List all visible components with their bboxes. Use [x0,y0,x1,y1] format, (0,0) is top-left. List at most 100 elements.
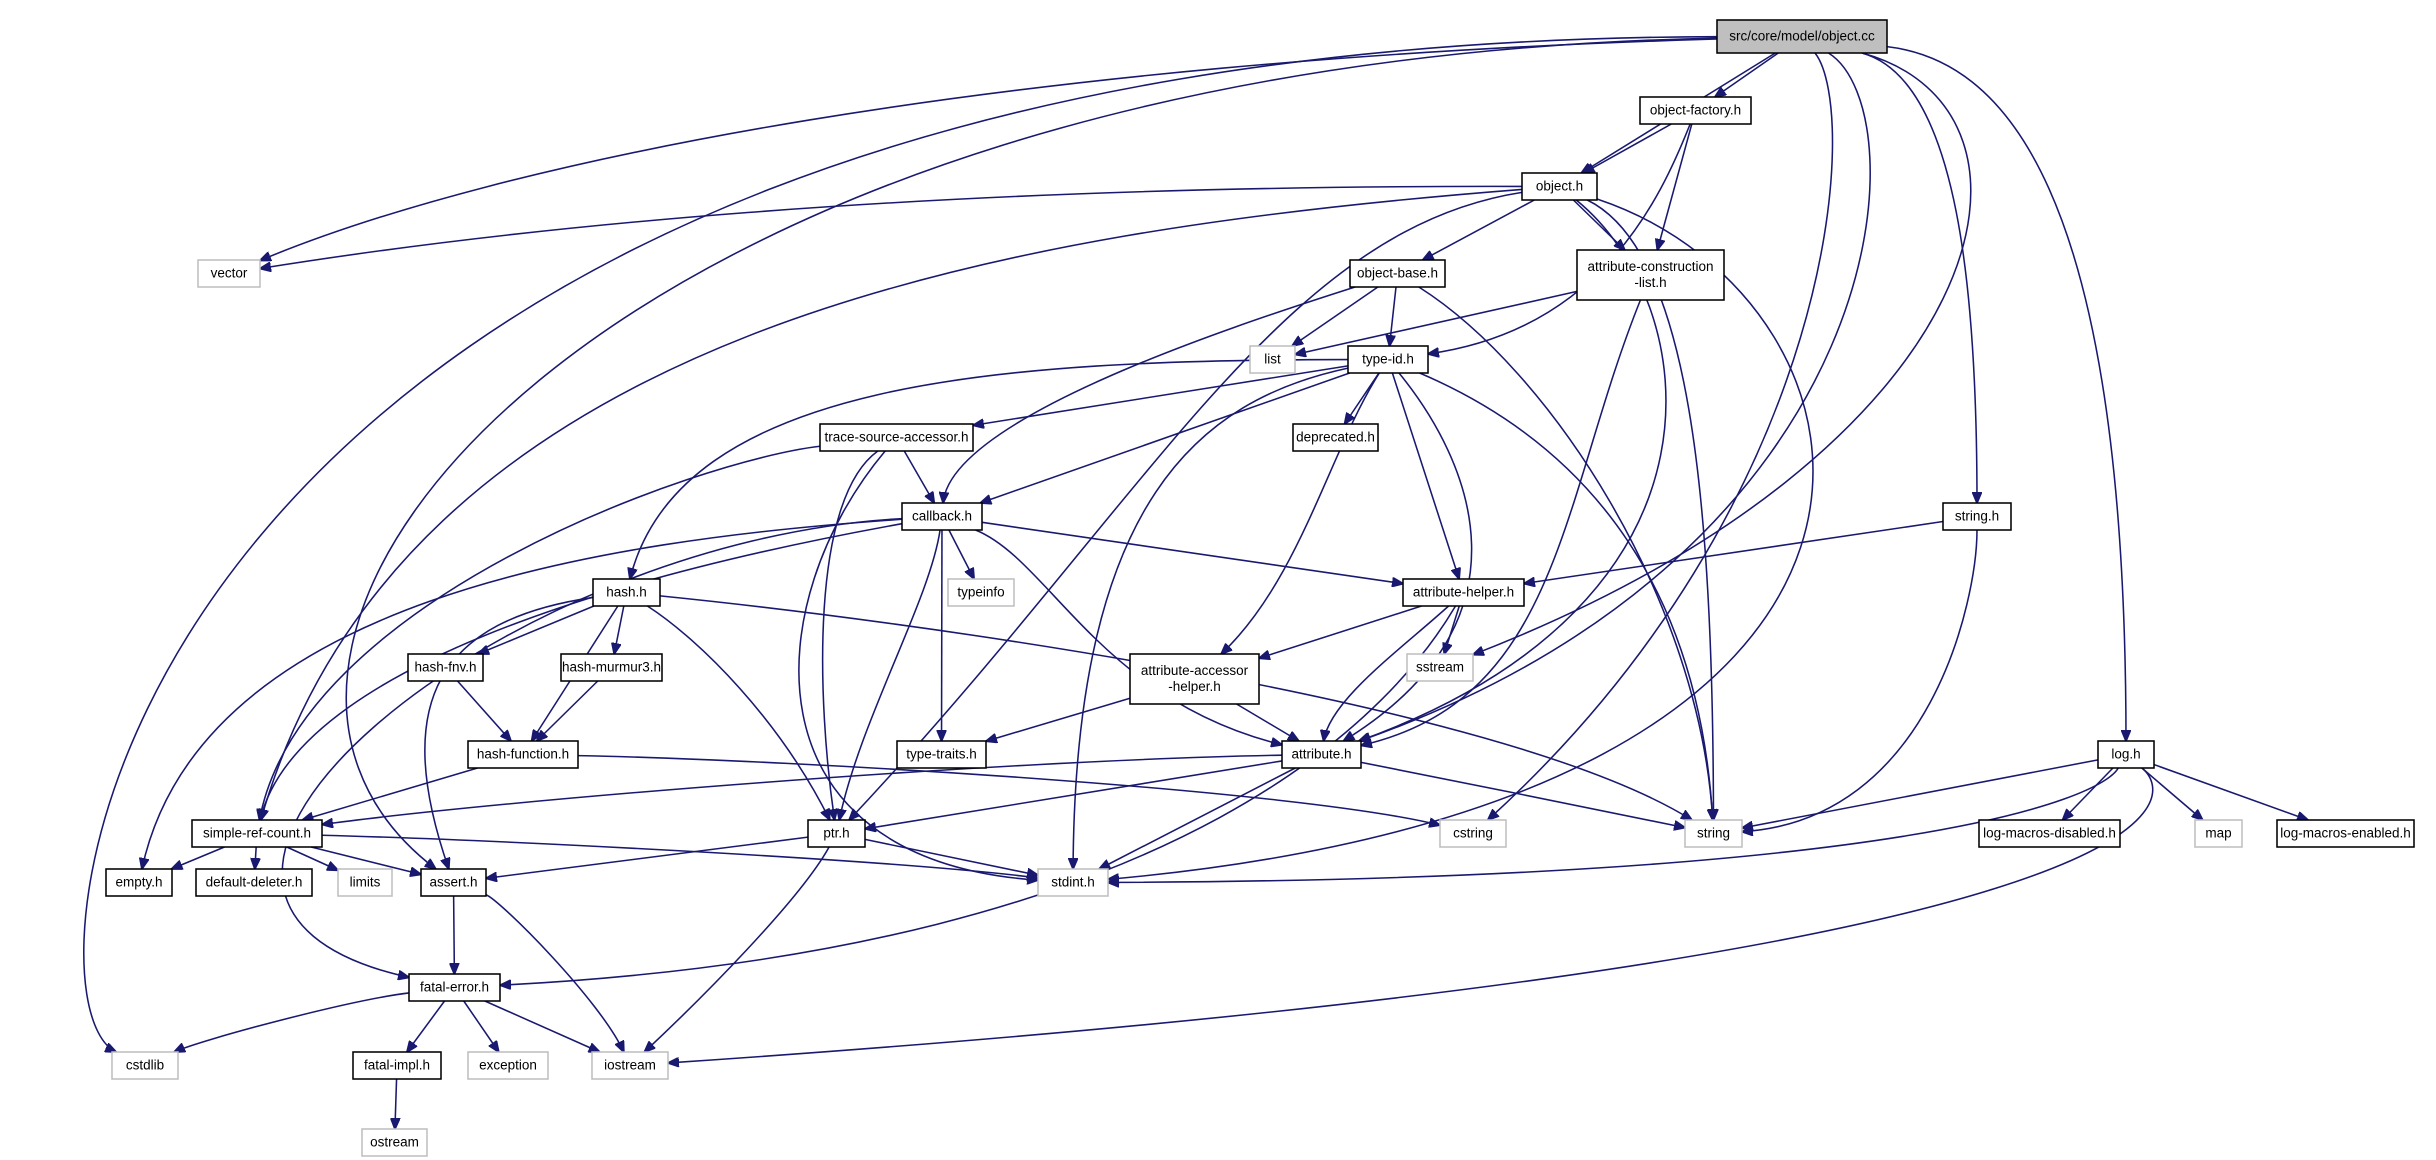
node-trace-source-accessor-h[interactable]: trace-source-accessor.h [819,423,974,452]
node-box [901,502,983,531]
node-object-base-h[interactable]: object-base.h [1349,259,1446,288]
node-box [195,868,313,897]
edges-layer [83,35,2308,1129]
node-deprecated-h[interactable]: deprecated.h [1292,423,1379,452]
edge-simple-ref-count-h-to-default-deleter-h [255,846,256,869]
node-log-h[interactable]: log.h [2097,740,2155,769]
node-box [1037,868,1109,897]
edge-object-base-h-to-list [1292,286,1379,346]
node-box [1978,819,2121,848]
node-fatal-error-h[interactable]: fatal-error.h [408,973,501,1002]
node-hash-function-h[interactable]: hash-function.h [467,740,579,769]
node-default-deleter-h[interactable]: default-deleter.h [195,868,313,897]
node-box [1439,819,1507,848]
node-cstdlib: cstdlib [111,1051,179,1080]
edge-hash-function-h-to-cstring [577,754,1440,826]
node-attribute-h[interactable]: attribute.h [1281,740,1362,769]
edge-type-id-h-to-callback-h [980,372,1350,503]
node-box [1639,96,1752,125]
edge-attribute-construction-list-h-to-list [1295,290,1578,354]
edge-simple-ref-count-h-to-assert-h [310,846,421,874]
node-type-id-h[interactable]: type-id.h [1347,345,1429,374]
node-string-h[interactable]: string.h [1942,502,2012,531]
edge-object-h-to-object-base-h [1423,199,1535,260]
edge-attribute-accessor-helper-h-to-attribute-h [1236,703,1299,741]
node-box [1249,345,1296,374]
node-hash-fnv-h[interactable]: hash-fnv.h [407,653,484,682]
node-empty-h[interactable]: empty.h [105,868,173,897]
node-label: string [1697,826,1730,841]
edge-simple-ref-count-h-to-empty-h [172,846,225,869]
node-ptr-h[interactable]: ptr.h [807,819,866,848]
node-exception: exception [467,1051,549,1080]
node-label: hash.h [606,585,647,600]
node-box [896,740,987,769]
node-box [560,653,663,682]
edge-log-h-to-log-macros-disabled-h [2063,767,2114,820]
edge-log-h-to-string [1742,759,2099,828]
node-label: log.h [2111,747,2140,762]
edge-ptr-h-to-assert-h [486,836,809,878]
node-label: attribute-accessor [1141,663,1249,678]
edge-hash-h-to-hash-murmur3-h [614,605,625,654]
node-iostream: iostream [591,1051,669,1080]
node-label: exception [479,1058,537,1073]
node-assert-h[interactable]: assert.h [420,868,487,897]
node-object-cc[interactable]: src/core/model/object.cc [1716,19,1888,54]
node-label: type-id.h [1362,352,1414,367]
node-callback-h[interactable]: callback.h [901,502,983,531]
node-hash-murmur3-h[interactable]: hash-murmur3.h [560,653,663,682]
edge-object-h-to-string [1586,199,1713,820]
node-box [1716,19,1888,54]
node-box [197,259,261,288]
node-limits: limits [337,868,393,897]
node-label: fatal-error.h [420,980,489,995]
edge-object-cc-to-cstdlib [83,35,1718,1052]
edge-object-h-to-ptr-h [849,191,1523,820]
node-simple-ref-count-h[interactable]: simple-ref-count.h [191,819,323,848]
node-object-factory-h[interactable]: object-factory.h [1639,96,1752,125]
edge-fatal-error-h-to-fatal-impl-h [407,1000,446,1052]
node-box [1292,423,1379,452]
edge-callback-h-to-simple-ref-count-h [260,522,903,820]
node-box [1576,249,1725,301]
node-attribute-helper-h[interactable]: attribute-helper.h [1402,578,1525,607]
node-attribute-accessor-helper-h[interactable]: attribute-accessor-helper.h [1129,653,1260,705]
edge-object-cc-to-log-h [1886,45,2126,741]
edge-attribute-helper-h-to-attribute-accessor-helper-h [1259,605,1422,658]
edge-simple-ref-count-h-to-limits [286,846,338,870]
edge-fatal-error-h-to-exception [463,1000,499,1052]
edge-object-factory-h-to-type-id-h [1428,123,1691,354]
node-label: -helper.h [1168,679,1221,694]
node-type-traits-h[interactable]: type-traits.h [896,740,987,769]
edge-callback-h-to-typeinfo [948,529,974,579]
node-label: limits [350,875,381,890]
node-box [352,1051,442,1080]
node-box [2097,740,2155,769]
node-fatal-impl-h[interactable]: fatal-impl.h [352,1051,442,1080]
edge-type-id-h-to-trace-source-accessor-h [973,365,1349,426]
node-hash-h[interactable]: hash.h [592,578,661,607]
edge-hash-fnv-h-to-hash-function-h [456,680,511,741]
edge-type-id-h-to-hash-h [630,358,1349,579]
node-box [111,1051,179,1080]
node-object-h[interactable]: object.h [1521,172,1598,201]
node-log-macros-disabled-h[interactable]: log-macros-disabled.h [1978,819,2121,848]
node-box [592,578,661,607]
node-box [191,819,323,848]
node-label: object-base.h [1357,266,1438,281]
node-log-macros-enabled-h[interactable]: log-macros-enabled.h [2276,819,2415,848]
node-label: list [1264,352,1281,367]
edge-hash-h-to-string [659,595,1692,820]
node-label: ostream [370,1135,419,1150]
node-box [1349,259,1446,288]
node-label: assert.h [429,875,477,890]
edge-callback-h-to-attribute-helper-h [981,521,1403,583]
node-label: trace-source-accessor.h [824,430,968,445]
edge-callback-h-to-fatal-error-h [281,517,903,978]
edge-object-factory-h-to-attribute-construction-list-h [1657,123,1693,250]
node-box [1406,653,1474,682]
node-box [1347,345,1429,374]
node-attribute-construction-list-h[interactable]: attribute-construction-list.h [1576,249,1725,301]
